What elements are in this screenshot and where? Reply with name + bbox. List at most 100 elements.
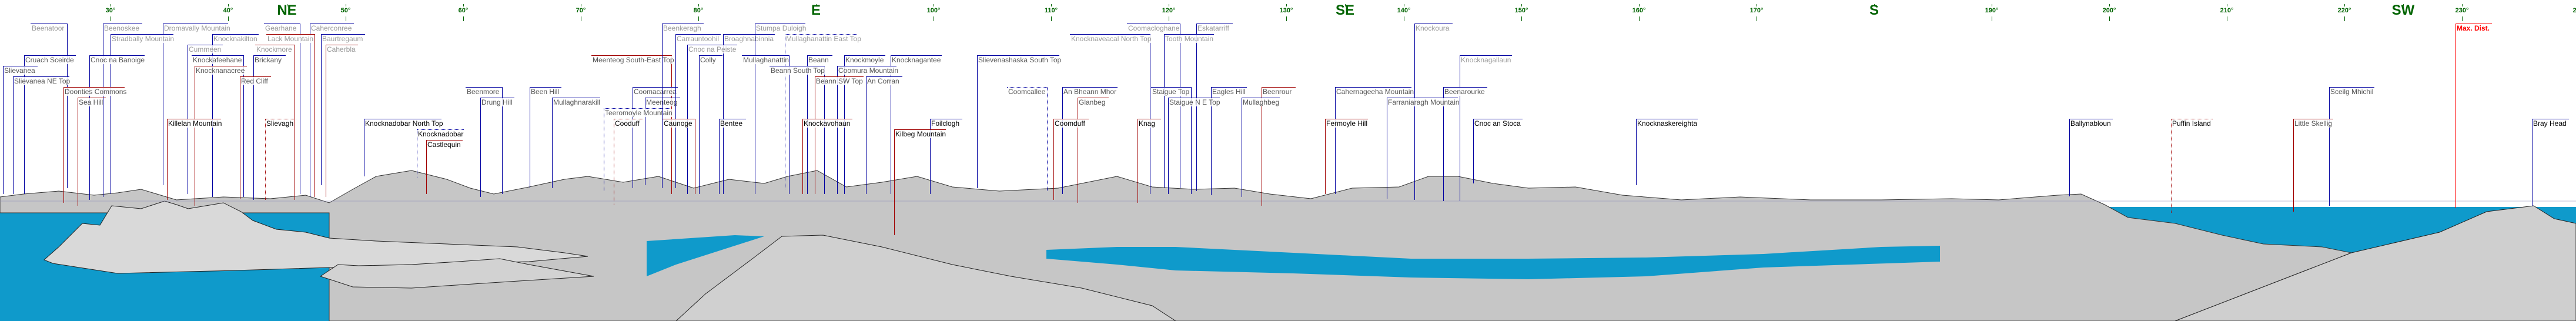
- summit-label: Knocknagantee: [892, 56, 941, 64]
- summit-label: Drung Hill: [481, 98, 513, 106]
- summit-label: Beenatoor: [32, 24, 65, 32]
- marker-bar: [266, 34, 315, 35]
- summit-label: Castlequin: [427, 141, 461, 149]
- tick-mark: [698, 16, 699, 21]
- marker-leader-line: [2293, 119, 2294, 212]
- summit-label: Sceilg Mhichil: [2330, 88, 2374, 96]
- summit-label: Knocknakilton: [213, 35, 257, 43]
- marker-leader-line: [1335, 87, 1336, 194]
- marker-leader-line: [63, 87, 64, 203]
- bearing-label: 220°: [2337, 7, 2351, 14]
- summit-label: Beann: [808, 56, 829, 64]
- marker-bar: [111, 34, 173, 35]
- summit-label: Mullaghanattin: [743, 56, 789, 64]
- compass-label: E: [811, 2, 821, 18]
- summit-label: Farraniaragh Mountain: [1388, 98, 1460, 106]
- lake-strip: [1046, 246, 1940, 279]
- marker-bar: [89, 55, 145, 56]
- summit-label: Cahernageeha Mountain: [1336, 88, 1414, 96]
- compass-label: SW: [2391, 2, 2415, 18]
- summit-label: Knocknagallaun: [1461, 56, 1511, 64]
- bearing-label: 140°: [1397, 7, 1411, 14]
- marker-leader-line: [1191, 87, 1192, 194]
- marker-bar: [1262, 87, 1296, 88]
- summit-label: Coomacloghane: [1128, 24, 1180, 32]
- summit-label: Meenteog: [646, 98, 678, 106]
- summit-label: Knocknaskereighta: [1637, 119, 1698, 128]
- bearing-label: 240°: [2572, 7, 2576, 14]
- summit-label: Mullaghbeg: [1243, 98, 1280, 106]
- summit-label: Coomacarrea: [634, 88, 677, 96]
- summit-label: Knocknadobar North Top: [365, 119, 443, 128]
- marker-leader-line: [1414, 24, 1415, 200]
- summit-label: Knockavohaun: [804, 119, 851, 128]
- summit-label: Broaghnabinnia: [724, 35, 774, 43]
- summit-label: Knockmore: [256, 45, 292, 54]
- marker-leader-line: [1196, 24, 1197, 191]
- marker-bar: [604, 108, 670, 109]
- marker-leader-line: [1636, 119, 1637, 185]
- compass-label: NE: [277, 2, 297, 18]
- summit-label: Stradbally Mountain: [112, 35, 175, 43]
- summit-label: Knockoura: [1416, 24, 1450, 32]
- summit-label: Max. Dist.: [2457, 24, 2490, 32]
- marker-leader-line: [3, 66, 4, 194]
- bearing-label: 210°: [2220, 7, 2234, 14]
- marker-leader-line: [930, 119, 931, 194]
- marker-bar: [1443, 87, 1487, 88]
- summit-label: An Corran: [867, 77, 899, 85]
- summit-label: Colly: [700, 56, 716, 64]
- marker-bar: [417, 129, 464, 130]
- summit-label: Staigue Top: [1152, 88, 1190, 96]
- marker-leader-line: [802, 119, 803, 194]
- summit-label: Knockafeehane: [193, 56, 242, 64]
- tick-mark: [2403, 4, 2404, 6]
- summit-label: Cnoc na Banoige: [91, 56, 145, 64]
- marker-leader-line: [253, 55, 254, 200]
- marker-bar: [212, 34, 259, 35]
- marker-leader-line: [866, 76, 867, 194]
- marker-bar: [1070, 34, 1150, 35]
- marker-leader-line: [1443, 87, 1444, 201]
- summit-label: Doonties Commons: [65, 88, 127, 96]
- summit-label: Killelan Mountain: [168, 119, 222, 128]
- marker-bar: [785, 34, 857, 35]
- island: [319, 258, 594, 289]
- tick-mark: [1521, 4, 1522, 6]
- far-ridge: [0, 170, 2353, 321]
- summit-label: Teeromoyle Mountain: [605, 109, 673, 117]
- tick-mark: [698, 4, 699, 6]
- bearing-label: 50°: [340, 7, 351, 14]
- summit-label: Little Skellig: [2294, 119, 2333, 128]
- marker-bar: [466, 87, 502, 88]
- marker-leader-line: [1168, 98, 1169, 194]
- marker-bar: [894, 129, 946, 130]
- marker-bar: [591, 55, 671, 56]
- marker-bar: [24, 55, 76, 56]
- tick-mark: [2344, 4, 2345, 6]
- marker-leader-line: [1053, 119, 1054, 200]
- summit-label: Fermoyle Hill: [1326, 119, 1368, 128]
- summit-label: Caherbla: [327, 45, 356, 54]
- bearing-label: 150°: [1514, 7, 1528, 14]
- marker-leader-line: [824, 66, 825, 194]
- headland-right: [2174, 205, 2576, 321]
- summit-label: Beann South Top: [771, 66, 825, 75]
- marker-bar: [240, 76, 271, 77]
- marker-bar: [63, 87, 125, 88]
- marker-bar: [891, 55, 942, 56]
- summit-label: Cummeen: [189, 45, 222, 54]
- near-hill-center: [675, 235, 1176, 321]
- summit-label: Kilbeg Mountain: [895, 130, 946, 138]
- marker-bar: [633, 87, 678, 88]
- tick-mark: [2109, 4, 2110, 6]
- bearing-label: 170°: [1749, 7, 1764, 14]
- summit-label: Caunoge: [664, 119, 692, 128]
- summit-label: Mullaghanattin East Top: [786, 35, 861, 43]
- summit-label: Staigue N E Top: [1169, 98, 1220, 106]
- marker-bar: [1460, 55, 1512, 56]
- bearing-label: 230°: [2455, 7, 2469, 14]
- marker-bar: [253, 55, 286, 56]
- summit-label: Slievenashaska South Top: [978, 56, 1062, 64]
